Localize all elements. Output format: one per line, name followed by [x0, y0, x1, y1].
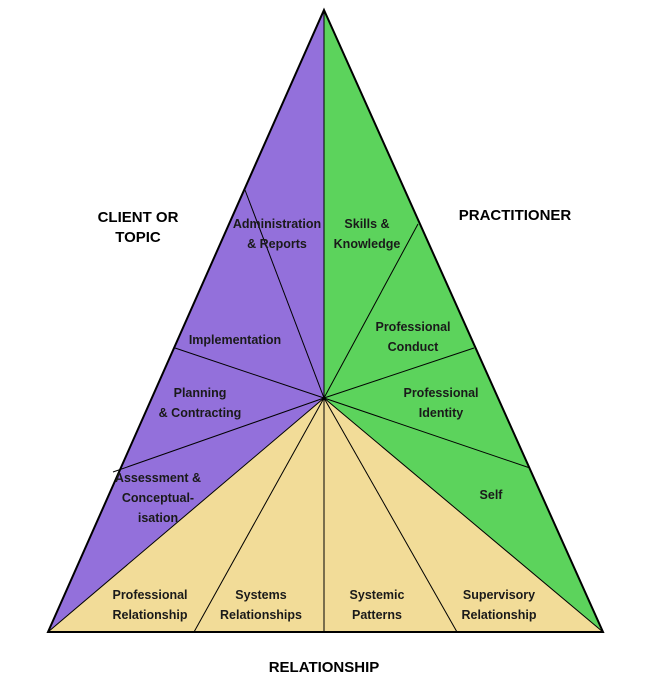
segment-label-administration: Administration & Reports	[233, 217, 321, 251]
divider-line	[323, 397, 604, 633]
segment-label-line: Relationship	[112, 608, 187, 622]
segment-label-line: Patterns	[352, 608, 402, 622]
triangle-outline	[46, 7, 605, 633]
segment-label-line: isation	[138, 511, 178, 525]
segment-label-line: Supervisory	[463, 588, 535, 602]
segment-label-assessment: Assessment & Conceptual-isation	[115, 471, 201, 525]
segment-label-line: Relationship	[461, 608, 536, 622]
divider-line	[47, 397, 325, 633]
segment-label-line: Knowledge	[334, 237, 401, 251]
divider-line	[323, 347, 475, 399]
divider-line	[323, 397, 531, 469]
relationship-region	[48, 398, 603, 632]
segment-label-line: Conduct	[388, 340, 440, 354]
client-topic-label: CLIENT OR TOPIC	[78, 208, 198, 248]
relationship-label: RELATIONSHIP	[268, 659, 380, 676]
segment-label-line: Professional	[403, 386, 478, 400]
segment-label-line: Skills &	[344, 217, 389, 231]
client-label-line1: CLIENT OR	[97, 209, 179, 226]
divider-line	[323, 223, 419, 399]
divider-line	[174, 347, 325, 399]
divider-line	[193, 397, 325, 633]
segment-label-line: Identity	[419, 406, 463, 420]
segment-label-line: Planning	[174, 386, 227, 400]
segment-label-line: Assessment &	[115, 471, 201, 485]
client-label-line2: TOPIC	[115, 229, 161, 246]
segment-label-line: Conceptual-	[122, 491, 194, 505]
segment-label-skills: Skills & Knowledge	[334, 217, 401, 251]
segment-label-line: Systemic	[350, 588, 405, 602]
divider-line	[323, 397, 458, 633]
segment-label-line: & Reports	[247, 237, 307, 251]
segment-label-line: Implementation	[189, 333, 281, 347]
segment-label-line: Self	[480, 488, 504, 502]
segment-label-line: Administration	[233, 217, 321, 231]
segment-label-line: Relationships	[220, 608, 302, 622]
segment-label-line: & Contracting	[159, 406, 242, 420]
divider-line	[244, 189, 325, 399]
segment-label-planning: Planning & Contracting	[159, 386, 242, 420]
practitioner-label: PRACTITIONER	[458, 207, 572, 224]
segment-label-self: Self	[480, 488, 504, 502]
segment-label-line: Professional	[375, 320, 450, 334]
segment-label-line: Professional	[112, 588, 187, 602]
divider-line	[112, 397, 325, 473]
segment-label-implementation: Implementation	[189, 333, 281, 347]
segment-label-line: Systems	[235, 588, 286, 602]
